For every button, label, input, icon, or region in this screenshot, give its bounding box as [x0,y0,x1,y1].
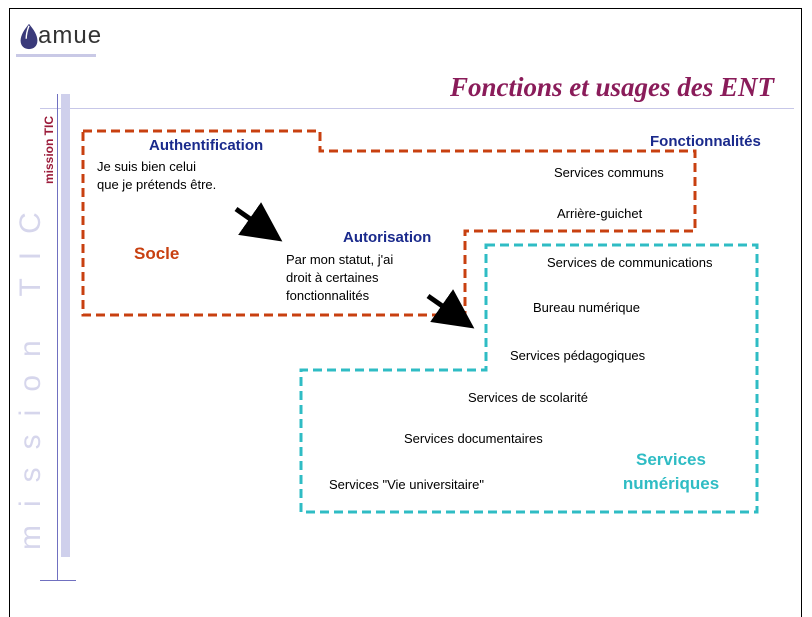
sidebar-bar [61,94,70,557]
socle-label: Socle [134,244,180,263]
auth-text-line2: que je prétends être. [97,177,217,192]
services-numeriques-line2: numériques [622,474,720,493]
logo-brand: amue [38,22,103,49]
services-boundary [299,243,759,514]
service-item: Services "Vie universitaire" [329,477,484,492]
autor-text-line2: droit à certaines [286,270,379,285]
authentification-heading: Authentification [149,137,264,154]
arrow-auth-to-autor [234,202,283,242]
services-numeriques-line1: Services [636,450,706,469]
page-title: Fonctions et usages des ENT [449,72,774,102]
arrow-autor-to-services [426,289,475,329]
title-underline [40,108,794,109]
slide-frame [9,8,802,617]
service-item: Services documentaires [404,431,543,446]
auth-text-line1: Je suis bien celui [97,159,196,174]
service-item: Bureau numérique [533,300,640,315]
service-item: Services pédagogiques [510,348,646,363]
sidebar-line [57,94,58,581]
socle-boundary [81,129,697,317]
service-item: Services de scolarité [468,390,588,405]
fonctionnalites-heading: Fonctionnalités [650,133,761,150]
logo-tagline [16,54,96,57]
service-item: Services de communications [547,255,713,270]
autor-text-line1: Par mon statut, j'ai [286,252,394,267]
service-item: Services communs [554,165,664,180]
amue-logo-icon [20,23,38,50]
autorisation-heading: Autorisation [343,229,432,246]
services-numeriques-label: Services numériques [606,448,736,496]
service-item: Arrière-guichet [557,206,643,221]
autor-text-line3: fonctionnalités [286,288,370,303]
sidebar-bottom-line [40,580,76,581]
